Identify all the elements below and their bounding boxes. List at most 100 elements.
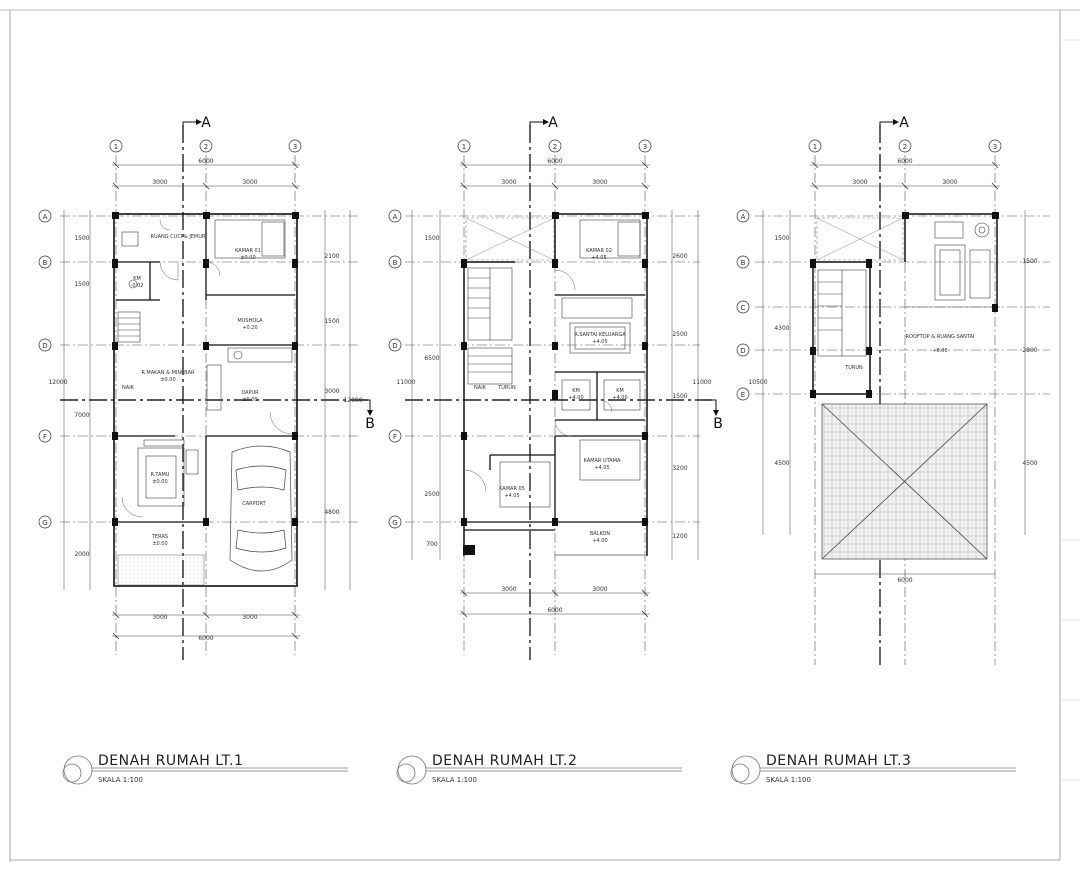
dimension: 3000 [592, 179, 607, 186]
dimension: 2000 [74, 551, 89, 558]
section-label: A [548, 115, 558, 131]
dimension: 3000 [852, 179, 867, 186]
plan3-scale: SKALA 1:100 [766, 776, 811, 784]
dimension: 4300 [774, 325, 789, 332]
dimension: 3000 [152, 614, 167, 621]
dimension: 6000 [547, 607, 562, 614]
dimension: 12000 [343, 397, 362, 404]
section-label: A [899, 115, 909, 131]
grid-label: F [393, 433, 397, 441]
dimension: 1500 [672, 393, 687, 400]
dimension: 6000 [198, 158, 213, 165]
grid-label: 2 [204, 143, 208, 151]
grid-label: 1 [813, 143, 817, 151]
room-level: +4.05 [592, 339, 607, 345]
section-label: B [365, 416, 375, 432]
room-level: ±0.00 [152, 479, 167, 485]
grid-label: A [741, 213, 746, 221]
room-label: R.SANTAI KELUARGA [574, 332, 626, 338]
grid-label: B [43, 259, 48, 267]
grid-label: A [43, 213, 48, 221]
room-label: KM [616, 388, 624, 394]
dimension: 3000 [152, 179, 167, 186]
room-level: ±0.00 [240, 255, 255, 261]
dimension: 7000 [74, 412, 89, 419]
grid-label: 3 [293, 143, 297, 151]
dimension: 11000 [692, 379, 711, 386]
dimension: 1500 [424, 235, 439, 242]
dimension: 4500 [774, 460, 789, 467]
room-label: KM [572, 388, 580, 394]
room-label: TURUN [844, 365, 863, 371]
dimension: 2100 [324, 253, 339, 260]
room-label: BALKON [590, 531, 611, 537]
grid-label: F [43, 433, 47, 441]
dimension: 6500 [424, 355, 439, 362]
room-level: +8.05 [932, 348, 947, 354]
dimension: 12000 [48, 379, 67, 386]
room-level: +4.05 [591, 255, 606, 261]
dimension: 6000 [897, 158, 912, 165]
plan3-title: DENAH RUMAH LT.3 [766, 753, 911, 769]
dimension: 3000 [592, 586, 607, 593]
room-level: +4.00 [568, 395, 583, 401]
room-label: RUANG CUCI & JEMUR [150, 234, 206, 240]
dimension: 6000 [897, 577, 912, 584]
dimension: 1500 [1022, 258, 1037, 265]
room-label: TERAS [151, 534, 168, 540]
room-level: +4.05 [594, 465, 609, 471]
grid-label: C [741, 304, 746, 312]
dimension: 2600 [672, 253, 687, 260]
room-label: NAIK [474, 385, 487, 391]
title-blocks [62, 755, 1016, 785]
grid-label: D [42, 342, 47, 350]
grid-label: 1 [462, 143, 466, 151]
car-icon [229, 445, 293, 572]
dimension: 1500 [324, 318, 339, 325]
dimension: 2500 [672, 331, 687, 338]
dimension: 1500 [774, 235, 789, 242]
room-label: KAMAR 05 [499, 486, 525, 492]
grid-label: A [393, 213, 398, 221]
grid-label: 3 [643, 143, 647, 151]
room-label: KM [133, 276, 141, 282]
room-level: +4.05 [504, 493, 519, 499]
grid-label: D [392, 342, 397, 350]
room-label: MUSHOLA [237, 318, 263, 324]
dimension: 6000 [198, 635, 213, 642]
room-label: R.TAMU [151, 472, 170, 478]
room-label: R.MAKAN & MINI BAR [142, 370, 195, 376]
section-label: A [201, 115, 211, 131]
dimension: 3000 [942, 179, 957, 186]
dimension: 3000 [501, 586, 516, 593]
room-level: +4.00 [612, 395, 627, 401]
dimension: 2800 [1022, 347, 1037, 354]
plan1-title: DENAH RUMAH LT.1 [98, 753, 243, 769]
grid-label: 2 [553, 143, 557, 151]
dimension: 10500 [748, 379, 767, 386]
room-level: +0.20 [242, 325, 257, 331]
room-level: -0.02 [131, 283, 144, 289]
dimension: 4800 [324, 509, 339, 516]
room-label: ROOFTOP & RUANG SANTAI [906, 334, 975, 340]
plan-lt2 [388, 119, 719, 660]
plan-lt3 [736, 119, 1050, 665]
grid-label: 2 [903, 143, 907, 151]
room-level: ±0.00 [160, 377, 175, 383]
plan1-scale: SKALA 1:100 [98, 776, 143, 784]
dimension: 2500 [424, 491, 439, 498]
room-label: DAPUR [241, 390, 259, 396]
dimension: 3000 [242, 614, 257, 621]
dimension: 3200 [672, 465, 687, 472]
roof-plan [821, 403, 988, 560]
grid-label: D [740, 347, 745, 355]
dimension: 1500 [74, 281, 89, 288]
dimension: 6000 [547, 158, 562, 165]
dimension: 4500 [1022, 460, 1037, 467]
dimension: 1500 [74, 235, 89, 242]
grid-label: 1 [114, 143, 118, 151]
dimension: 3000 [242, 179, 257, 186]
section-label: B [713, 416, 723, 432]
plan2-scale: SKALA 1:100 [432, 776, 477, 784]
